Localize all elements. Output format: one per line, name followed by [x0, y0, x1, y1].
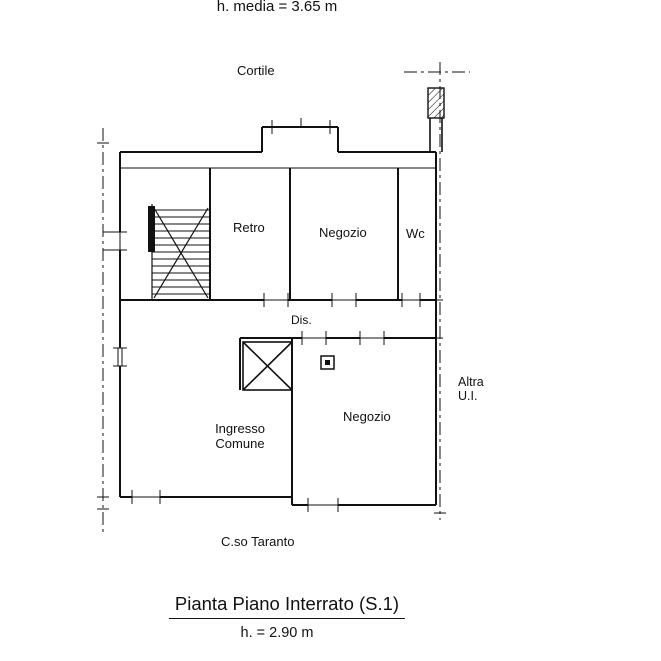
- interior-walls: [120, 167, 436, 505]
- label-courtyard: Cortile: [237, 63, 275, 78]
- label-ingresso-line2: Comune: [215, 436, 265, 451]
- label-altra-line1: Altra: [458, 375, 484, 389]
- avg-height-note: h. media = 3.65 m: [216, 0, 338, 15]
- opening-lines: [117, 232, 420, 506]
- label-room-dis: Dis.: [291, 313, 312, 327]
- plan-title: Pianta Piano Interrato (S.1): [168, 593, 406, 619]
- pillar: [320, 355, 335, 370]
- label-room-wc: Wc: [406, 226, 425, 241]
- label-altra-line2: U.I.: [458, 389, 478, 403]
- hatched-wall-block: [427, 87, 445, 152]
- label-room-negozio-upper: Negozio: [319, 225, 367, 240]
- property-boundary-lines: [102, 62, 470, 533]
- opening-ticks: [97, 118, 446, 514]
- floor-height-note: h. = 2.90 m: [240, 625, 314, 641]
- label-street: C.so Taranto: [221, 534, 295, 549]
- label-adjacent-unit: Altra U.I.: [458, 375, 484, 403]
- staircase: [148, 204, 210, 300]
- label-ingresso-line1: Ingresso: [215, 421, 265, 436]
- label-room-negozio-lower: Negozio: [343, 409, 391, 424]
- label-room-retro: Retro: [233, 220, 265, 235]
- shaft-box: [242, 341, 293, 391]
- label-room-ingresso-comune: Ingresso Comune: [196, 421, 284, 451]
